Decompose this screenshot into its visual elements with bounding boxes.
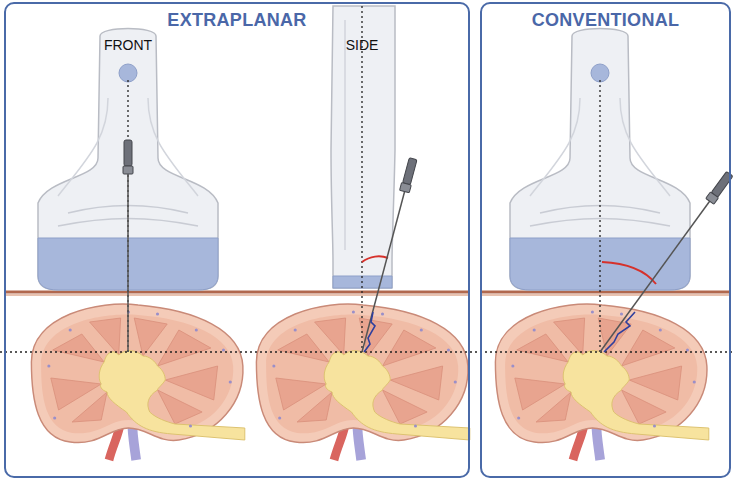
view-label: FRONT — [104, 37, 152, 53]
panel-box: EXTRAPLANAR — [4, 2, 470, 478]
panel-box: CONVENTIONAL — [480, 2, 731, 478]
panel-title: CONVENTIONAL — [482, 10, 729, 31]
view-label: SIDE — [346, 37, 379, 53]
panel-title: EXTRAPLANAR — [6, 10, 468, 31]
